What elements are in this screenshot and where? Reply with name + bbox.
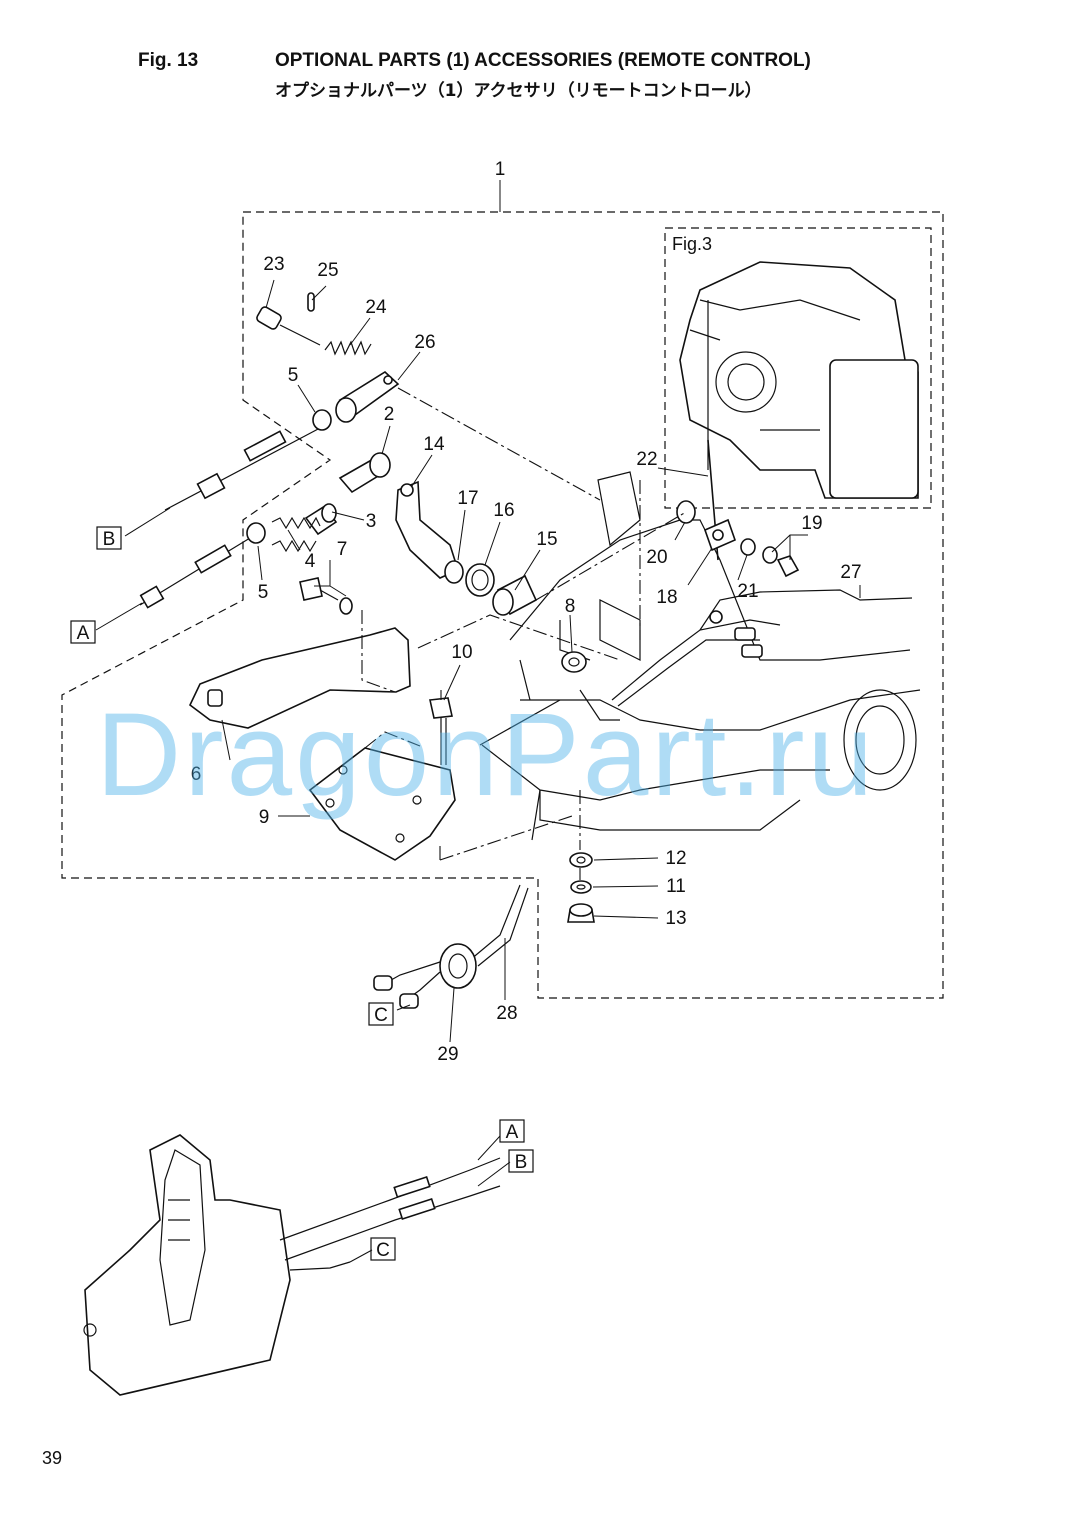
svg-text:B: B xyxy=(515,1152,528,1173)
svg-text:A: A xyxy=(77,623,90,644)
callout-5-lower: 5 xyxy=(258,582,269,603)
connector-box-b-upper: B xyxy=(96,526,122,550)
connector-box-c-upper: C xyxy=(368,1002,394,1026)
callout-22: 22 xyxy=(636,449,657,470)
washer-5-lower xyxy=(246,522,266,544)
nut-8 xyxy=(561,651,587,673)
callout-25: 25 xyxy=(317,260,338,281)
bolt-10 xyxy=(429,697,453,765)
callout-20: 20 xyxy=(646,547,667,568)
axis-line-bracket xyxy=(417,614,621,661)
arm-18 xyxy=(703,518,737,552)
mounting-plate-9 xyxy=(308,747,456,861)
washer-20 xyxy=(676,500,696,524)
joint-2 xyxy=(338,452,391,494)
control-cable-a-end xyxy=(95,537,251,631)
callout-28: 28 xyxy=(496,1003,517,1024)
joint-26 xyxy=(335,370,400,423)
callout-19: 19 xyxy=(801,513,822,534)
callout-2: 2 xyxy=(384,404,395,425)
cable-28 xyxy=(469,789,541,967)
svg-text:A: A xyxy=(506,1122,519,1143)
remote-control-box xyxy=(83,1134,291,1396)
callout-7: 7 xyxy=(337,539,348,560)
control-cable-b-end xyxy=(124,427,321,537)
svg-text:C: C xyxy=(376,1240,390,1261)
connector-box-a-upper: A xyxy=(70,620,96,644)
remote-cables xyxy=(279,1157,501,1271)
callout-11: 11 xyxy=(666,876,686,897)
axis-line-lower xyxy=(439,814,576,861)
collar-3 xyxy=(304,503,338,536)
watermark: DragonPart.ru xyxy=(96,689,876,821)
bushing-16 xyxy=(465,563,495,597)
callout-29: 29 xyxy=(437,1044,458,1065)
washer-12 xyxy=(569,852,593,868)
nut-13 xyxy=(567,903,595,923)
svg-text:B: B xyxy=(103,529,116,550)
callout-12: 12 xyxy=(665,848,686,869)
bolt-19 xyxy=(762,546,800,578)
connector-box-b-lower: B xyxy=(508,1149,534,1173)
bolt-7 xyxy=(299,577,353,615)
spring-washer-11 xyxy=(570,880,592,894)
callout-26: 26 xyxy=(414,332,435,353)
bracket-6 xyxy=(188,627,411,729)
spring-4 xyxy=(271,516,321,553)
washer-17 xyxy=(444,560,464,584)
axis-line-plate xyxy=(364,690,442,749)
callout-1: 1 xyxy=(495,159,506,180)
spring-24 xyxy=(324,340,372,356)
wire-harness-27 xyxy=(611,589,913,707)
engine-block-illustration xyxy=(679,261,919,499)
callout-17: 17 xyxy=(457,488,478,509)
title-english: OPTIONAL PARTS (1) ACCESSORIES (REMOTE C… xyxy=(275,50,811,71)
inset-reference-label: Fig.3 xyxy=(672,234,712,254)
callout-14: 14 xyxy=(423,434,445,455)
callout-24: 24 xyxy=(365,297,387,318)
callout-8: 8 xyxy=(565,596,576,617)
axis-line-26 xyxy=(397,387,601,501)
callout-6: 6 xyxy=(191,764,202,785)
pin-23 xyxy=(256,306,321,346)
callout-16: 16 xyxy=(493,500,514,521)
callout-15: 15 xyxy=(536,529,557,550)
callout-3: 3 xyxy=(366,511,377,532)
callout-5-upper: 5 xyxy=(288,365,299,386)
callout-18: 18 xyxy=(656,587,677,608)
callout-4: 4 xyxy=(305,551,316,572)
page-number: 39 xyxy=(42,1448,63,1468)
title-japanese: オプショナルパーツ（1）アクセサリ（リモートコントロール） xyxy=(275,81,762,101)
figure-number: Fig. 13 xyxy=(138,50,199,71)
svg-text:C: C xyxy=(374,1005,388,1026)
callout-13: 13 xyxy=(665,908,686,929)
engine-inset-frame xyxy=(664,227,932,509)
callout-10: 10 xyxy=(451,642,472,663)
callout-leaders xyxy=(221,279,861,1263)
axis-line-15 xyxy=(535,511,687,601)
callout-21: 21 xyxy=(737,581,758,602)
callout-9: 9 xyxy=(259,807,270,828)
callout-27: 27 xyxy=(840,562,861,583)
connector-box-c-lower: C xyxy=(370,1237,396,1261)
cotter-pin-25 xyxy=(307,292,315,312)
washer-5-upper xyxy=(312,409,332,431)
callout-23: 23 xyxy=(263,254,284,275)
axis-line-7 xyxy=(361,610,396,693)
collar-15 xyxy=(492,574,538,616)
assembly-1-boundary xyxy=(61,211,944,999)
connector-box-a-lower: A xyxy=(499,1119,525,1143)
washer-21 xyxy=(740,538,756,556)
grommet-29 xyxy=(373,943,477,1009)
